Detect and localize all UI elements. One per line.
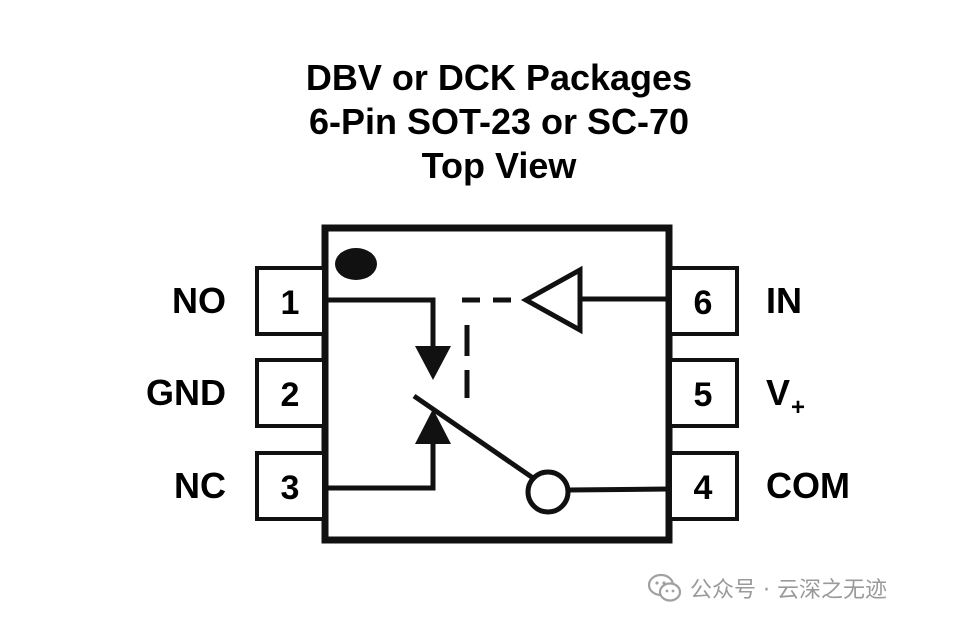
pin-number-1: 1 xyxy=(281,284,300,322)
pin-name-3: NC xyxy=(174,465,226,506)
com-node-circle xyxy=(525,469,571,515)
pin-name-1: NO xyxy=(172,280,226,321)
watermark: 公众号 · 云深之无迹 xyxy=(648,571,887,605)
nc-wire xyxy=(325,444,436,491)
switch-schematic xyxy=(325,265,670,515)
switch-blade xyxy=(412,393,535,481)
pin-box-5 xyxy=(668,358,739,428)
pin-number-6: 6 xyxy=(694,284,713,322)
pin-name-4: COM xyxy=(766,465,850,506)
control-dashed-line xyxy=(462,297,511,398)
pin-name-5-base: V xyxy=(766,372,790,413)
pin-box-6 xyxy=(668,266,739,336)
pin-name-5-subscript: + xyxy=(791,394,805,421)
com-wire xyxy=(567,486,670,493)
package-body xyxy=(321,224,673,544)
pin-number-2: 2 xyxy=(281,376,300,414)
title-line-3: Top View xyxy=(421,145,577,186)
pin-name-5: V+ xyxy=(766,372,805,421)
wechat-icon xyxy=(648,573,682,602)
no-wire xyxy=(325,297,436,348)
pin-box-4 xyxy=(668,451,739,521)
pin-box-3 xyxy=(255,451,326,521)
pin-box-1 xyxy=(255,266,326,336)
title-line-1: DBV or DCK Packages xyxy=(305,57,693,98)
pin-number-4: 4 xyxy=(694,469,713,507)
pin-box-2 xyxy=(255,358,326,428)
title-line-2: 6-Pin SOT-23 or SC-70 xyxy=(308,101,690,142)
pin-number-5: 5 xyxy=(694,376,713,414)
pin1-indicator-dot xyxy=(335,248,377,280)
buffer-triangle xyxy=(520,265,583,335)
pin-name-6: IN xyxy=(766,280,802,321)
arrow-down-icon xyxy=(415,346,451,380)
diagram-title: DBV or DCK Packages 6-Pin SOT-23 or SC-7… xyxy=(0,56,962,188)
pin-name-2: GND xyxy=(146,372,226,413)
arrow-up-icon xyxy=(415,409,451,444)
watermark-text: 公众号 · 云深之无迹 xyxy=(690,578,887,603)
pin-number-3: 3 xyxy=(281,469,300,507)
